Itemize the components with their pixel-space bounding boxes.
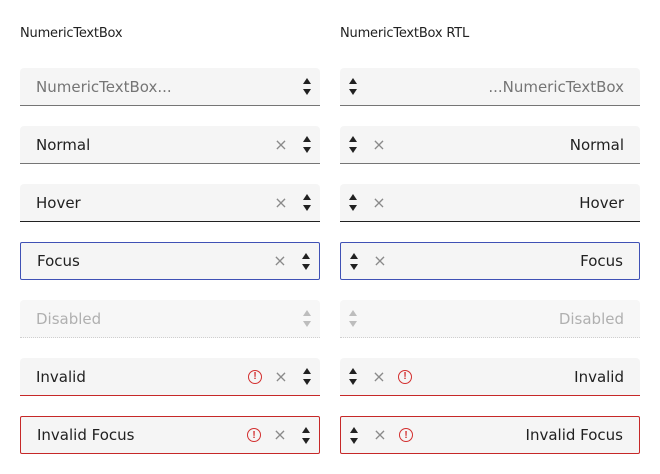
numeric-textbox-placeholder[interactable]: NumericTextBox... [20, 68, 320, 106]
clear-icon[interactable]: × [372, 134, 386, 154]
numeric-input-value: Disabled [558, 309, 624, 328]
numeric-textbox-rtl-hover[interactable]: Hover × [340, 184, 640, 222]
spin-buttons[interactable] [341, 243, 367, 279]
numeric-textbox-rtl-invalid-focus[interactable]: Invalid Focus ! × [340, 416, 640, 454]
numeric-input-value[interactable]: Invalid [574, 367, 624, 386]
spin-buttons [294, 300, 320, 337]
numeric-textbox-rtl-disabled: Disabled [340, 300, 640, 338]
clear-icon[interactable]: × [274, 134, 288, 154]
spin-down-icon[interactable] [350, 263, 358, 270]
numeric-input-placeholder[interactable]: ...NumericTextBox [488, 77, 624, 96]
spin-buttons[interactable] [294, 358, 320, 395]
spin-buttons[interactable] [340, 126, 366, 163]
numeric-textbox-focus[interactable]: Focus × [20, 242, 320, 280]
numeric-input-value[interactable]: Normal [569, 135, 624, 154]
spin-buttons[interactable] [294, 68, 320, 105]
spin-up-icon[interactable] [349, 368, 357, 374]
clear-icon[interactable]: × [372, 366, 386, 386]
numeric-textbox-rtl-normal[interactable]: Normal × [340, 126, 640, 164]
clear-icon[interactable]: × [274, 192, 288, 212]
numeric-input-value[interactable]: Focus [37, 252, 80, 270]
spin-up-icon[interactable] [302, 426, 310, 433]
spin-up-icon[interactable] [349, 78, 357, 84]
spin-buttons[interactable] [340, 184, 366, 221]
spin-buttons [340, 300, 366, 337]
alert-icon: ! [399, 428, 413, 442]
spin-down-icon [303, 321, 311, 327]
spin-down-icon[interactable] [349, 379, 357, 385]
alert-icon: ! [248, 369, 262, 384]
numeric-input-placeholder[interactable]: NumericTextBox... [36, 77, 172, 96]
numeric-textbox-invalid[interactable]: Invalid ! × [20, 358, 320, 396]
alert-icon: ! [398, 369, 412, 384]
spin-up-icon[interactable] [350, 426, 358, 433]
spin-up-icon[interactable] [303, 136, 311, 142]
clear-icon[interactable]: × [373, 251, 387, 270]
spin-down-icon[interactable] [303, 89, 311, 95]
spin-up-icon[interactable] [303, 368, 311, 374]
spin-up-icon[interactable] [302, 252, 310, 259]
spin-down-icon[interactable] [303, 379, 311, 385]
spin-up-icon[interactable] [303, 194, 311, 200]
spin-buttons[interactable] [294, 184, 320, 221]
spin-up-icon[interactable] [350, 252, 358, 259]
column-title-rtl: NumericTextBox RTL [340, 26, 469, 41]
spin-down-icon[interactable] [349, 89, 357, 95]
numeric-textbox-hover[interactable]: Hover × [20, 184, 320, 222]
numeric-textbox-rtl-focus[interactable]: Focus × [340, 242, 640, 280]
spin-buttons[interactable] [341, 417, 367, 453]
spin-buttons[interactable] [340, 68, 366, 105]
numeric-input-value[interactable]: Invalid Focus [525, 426, 623, 444]
clear-icon[interactable]: × [273, 425, 287, 444]
spin-buttons[interactable] [293, 417, 319, 453]
column-title-ltr: NumericTextBox [20, 26, 123, 41]
numeric-input-value[interactable]: Focus [580, 252, 623, 270]
spin-up-icon[interactable] [303, 78, 311, 84]
numeric-input-value[interactable]: Hover [36, 193, 81, 212]
clear-icon[interactable]: × [273, 251, 287, 270]
numeric-input-value[interactable]: Invalid [36, 367, 86, 386]
clear-icon[interactable]: × [373, 425, 387, 444]
numeric-textbox-invalid-focus[interactable]: Invalid Focus ! × [20, 416, 320, 454]
spin-up-icon [303, 310, 311, 316]
numeric-textbox-rtl-invalid[interactable]: Invalid ! × [340, 358, 640, 396]
spin-up-icon [349, 310, 357, 316]
spin-up-icon[interactable] [349, 136, 357, 142]
spin-buttons[interactable] [293, 243, 319, 279]
clear-icon[interactable]: × [274, 366, 288, 386]
numeric-input-value[interactable]: Normal [36, 135, 91, 154]
spin-buttons[interactable] [340, 358, 366, 395]
spin-up-icon[interactable] [349, 194, 357, 200]
numeric-textbox-rtl-placeholder[interactable]: ...NumericTextBox [340, 68, 640, 106]
numeric-textbox-normal[interactable]: Normal × [20, 126, 320, 164]
spin-down-icon[interactable] [349, 205, 357, 211]
numeric-input-value: Disabled [36, 309, 102, 328]
spin-down-icon [349, 321, 357, 327]
numeric-textbox-disabled: Disabled [20, 300, 320, 338]
spin-down-icon[interactable] [302, 437, 310, 444]
alert-icon: ! [247, 428, 261, 442]
spin-down-icon[interactable] [350, 437, 358, 444]
spin-down-icon[interactable] [303, 147, 311, 153]
spin-down-icon[interactable] [349, 147, 357, 153]
spin-down-icon[interactable] [303, 205, 311, 211]
spin-down-icon[interactable] [302, 263, 310, 270]
numeric-input-value[interactable]: Invalid Focus [37, 426, 135, 444]
clear-icon[interactable]: × [372, 192, 386, 212]
numeric-input-value[interactable]: Hover [579, 193, 624, 212]
spin-buttons[interactable] [294, 126, 320, 163]
